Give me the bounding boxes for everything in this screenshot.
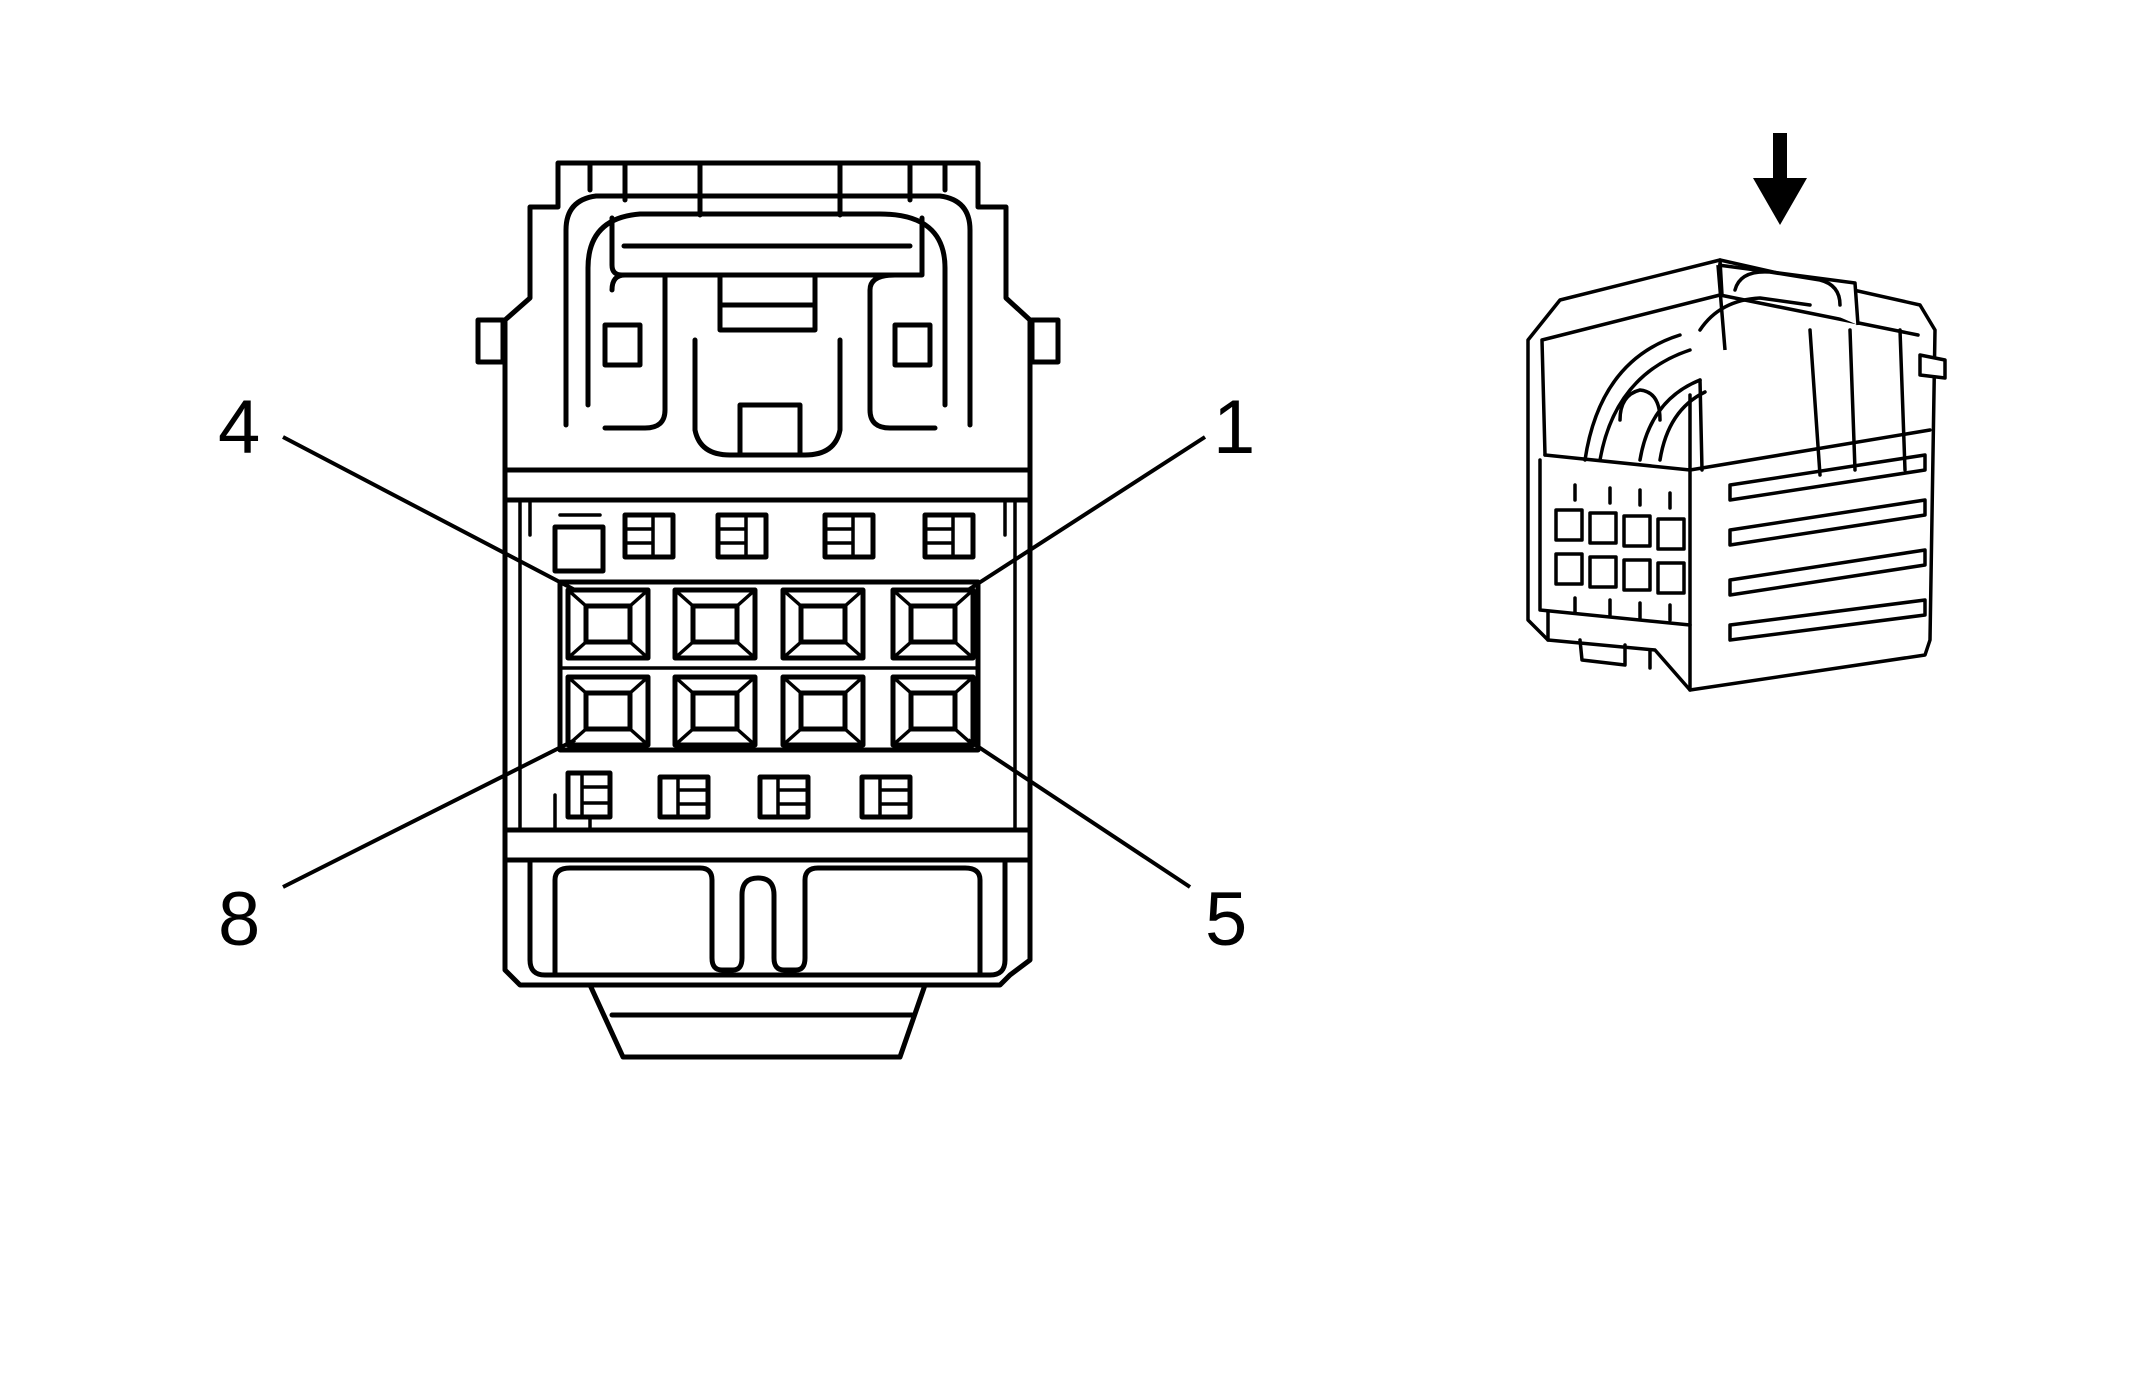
latch-assembly (563, 160, 973, 458)
right-latch-nub (1029, 317, 1061, 365)
cavity-row-top (565, 587, 976, 661)
lower-tpa-clips (553, 770, 913, 832)
cavity-pin-4 (565, 587, 651, 661)
cavity-pin-3 (672, 587, 758, 661)
lower-shroud (527, 857, 1008, 1018)
pin-label-5: 5 (1205, 877, 1247, 962)
cavity-pin-7 (672, 674, 758, 748)
left-latch-nub (475, 317, 506, 365)
cavity-row-bottom (565, 674, 976, 748)
pin-label-1: 1 (1213, 385, 1255, 470)
leader-line-pin-4 (282, 435, 576, 592)
cavity-pin-5 (890, 674, 976, 748)
housing-outline (502, 160, 1033, 1060)
polarization-key (552, 524, 606, 574)
connector-iso-view (1526, 133, 1947, 692)
connector-face-view: 4 1 8 5 (218, 160, 1255, 1060)
leader-line-pin-5 (966, 738, 1192, 889)
iso-cavity-grid (1554, 483, 1686, 622)
cavity-pin-6 (780, 674, 866, 748)
pin-label-4: 4 (218, 385, 260, 470)
cavity-pin-1 (890, 587, 976, 661)
leader-line-pin-1 (966, 435, 1207, 592)
leader-line-pin-8 (282, 738, 576, 889)
pin-label-8: 8 (218, 877, 260, 962)
cavity-pin-2 (780, 587, 866, 661)
cavity-pin-8 (565, 674, 651, 748)
upper-tpa-clips (622, 512, 976, 560)
arrow-down-icon (1753, 133, 1807, 225)
